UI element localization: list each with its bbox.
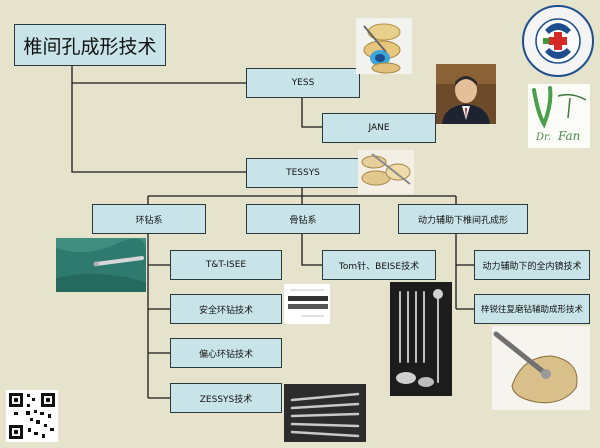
node-zessys: ZESSYS技术: [170, 383, 282, 413]
node-ring-drill: 环钻系: [92, 204, 206, 234]
spine-illustration-image: [356, 18, 412, 74]
hospital-logo: [521, 4, 595, 78]
node-power-assisted: 动力辅助下椎间孔成形: [398, 204, 528, 234]
node-yess: YESS: [246, 68, 360, 98]
zessys-instruments-photo: [284, 384, 366, 442]
page-title: 椎间孔成形技术: [14, 24, 166, 66]
node-sharp-burr: 梓锐往复磨钻辅助成形技术: [474, 294, 590, 324]
safe-ring-tool-drawing: [284, 284, 330, 324]
signature-logo: Dr. Fan: [528, 84, 590, 148]
svg-text:Dr.: Dr.: [535, 132, 551, 143]
svg-text:Fan: Fan: [557, 129, 580, 143]
node-safe-ring: 安全环钻技术: [170, 294, 282, 324]
tessys-spine-image: [358, 150, 414, 194]
node-eccentric-ring: 偏心环钻技术: [170, 338, 282, 368]
bone-drill-set-photo: [390, 282, 452, 396]
node-t-isee: T&T-ISEE: [170, 250, 282, 280]
surgical-field-photo: [56, 238, 146, 292]
node-power-endoscope: 动力辅助下的全内镜技术: [474, 250, 590, 280]
portrait-photo: [436, 64, 496, 124]
node-tessys: TESSYS: [246, 158, 360, 188]
node-jane: JANE: [322, 113, 436, 143]
node-bone-drill: 骨钻系: [246, 204, 360, 234]
node-tom-needle: Tom针、BEISE技术: [322, 250, 436, 280]
qr-code-image: [6, 390, 58, 442]
burr-vertebra-image: [492, 326, 590, 410]
